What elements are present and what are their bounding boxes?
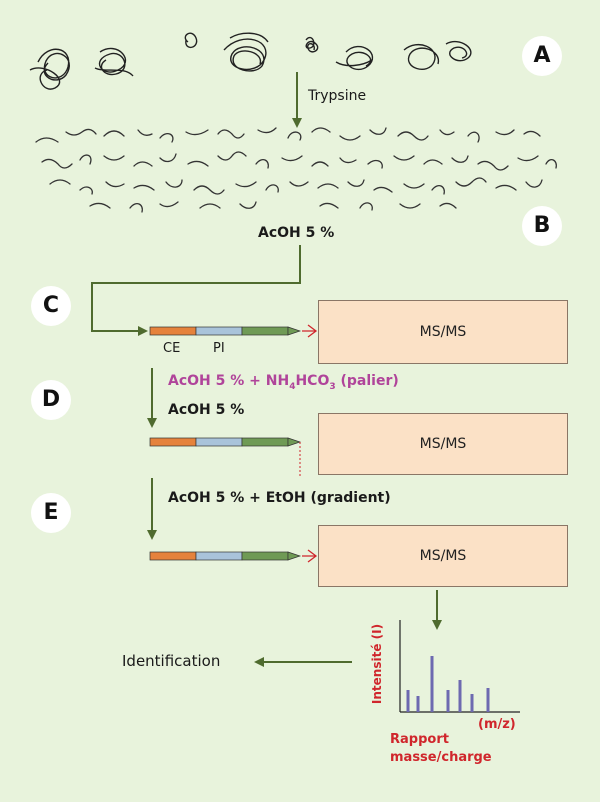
spectrum-y-label: Intensité (I)	[370, 623, 384, 705]
sample-injection-path	[91, 245, 301, 336]
ammonium-subscript: 4	[289, 381, 296, 392]
acoh-label-b: AcOH 5 %	[258, 225, 335, 241]
identification-label: Identification	[122, 652, 221, 670]
step-d-salt-label: AcOH 5 % + NH4HCO3 (palier)	[168, 373, 399, 392]
capillary-d	[149, 437, 302, 478]
badge-a: A	[522, 36, 562, 76]
intact-proteins	[29, 32, 472, 90]
carbonate-subscript: 3	[329, 381, 336, 392]
badge-c: C	[31, 286, 71, 326]
spectrum-x-unit: (m/z)	[478, 717, 516, 732]
spectrum-x-label-1: Rapport	[390, 732, 449, 747]
capillary-c	[149, 324, 318, 338]
badge-e: E	[31, 493, 71, 533]
trypsin-label: Trypsine	[308, 88, 367, 104]
step-d-salt-text: AcOH 5 % + NH	[168, 373, 290, 389]
pi-label: PI	[213, 341, 225, 356]
ms-box-e: MS/MS	[318, 525, 568, 587]
badge-b: B	[522, 206, 562, 246]
capillary-e	[149, 549, 318, 563]
spectrum-x-label-2: masse/charge	[390, 750, 492, 765]
step-d-acoh-label: AcOH 5 %	[168, 402, 245, 418]
ce-label: CE	[163, 341, 181, 356]
step-e-gradient-label: AcOH 5 % + EtOH (gradient)	[168, 490, 391, 506]
badge-d: D	[31, 380, 71, 420]
step-d-salt-text-post: (palier)	[335, 373, 399, 389]
step-d-salt-text-mid: HCO	[295, 373, 330, 389]
peptide-fragments	[35, 127, 557, 213]
mass-spectrum	[399, 620, 520, 713]
ms-box-d: MS/MS	[318, 413, 568, 475]
ms-box-c: MS/MS	[318, 300, 568, 364]
